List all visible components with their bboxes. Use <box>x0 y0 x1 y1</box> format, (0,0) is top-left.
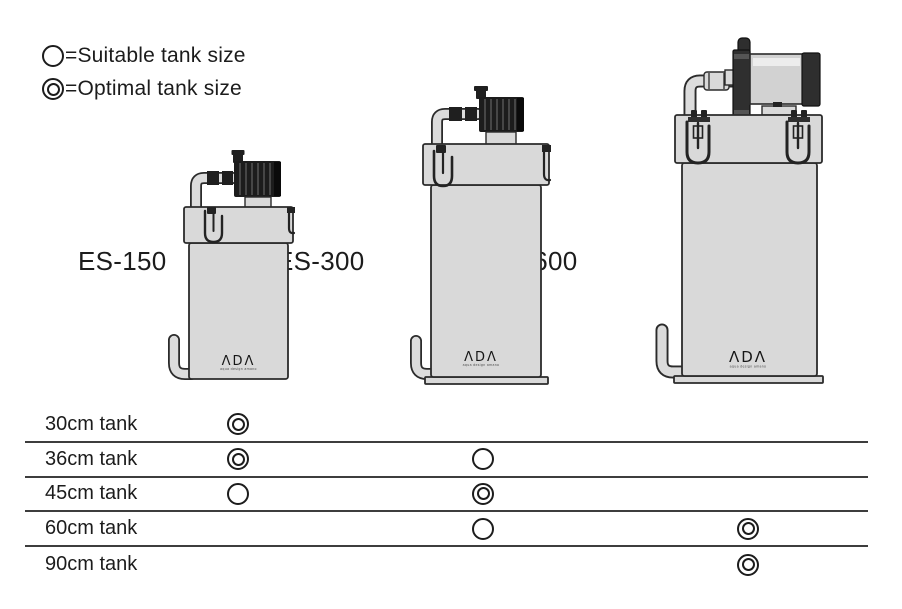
cell-es600 <box>737 413 759 435</box>
table-row-36cm: 36cm tank <box>25 443 868 478</box>
right-clamp-icon <box>287 207 296 235</box>
legend-item-suitable: =Suitable tank size <box>42 44 246 68</box>
canister-lid <box>674 114 823 164</box>
ada-logo: ΛDΛ aqua design amano <box>729 348 767 369</box>
tank-size-label: 45cm tank <box>45 482 138 505</box>
base-plate <box>424 376 549 385</box>
tank-size-label: 60cm tank <box>45 517 138 540</box>
right-clamp-icon <box>785 110 811 165</box>
legend-label: =Suitable tank size <box>65 44 246 67</box>
pump-mount <box>761 105 797 116</box>
table-row-90cm: 90cm tank <box>25 547 868 582</box>
tank-size-label: 90cm tank <box>45 553 138 576</box>
product-label-es300: ES-300 <box>276 246 365 276</box>
cell-es150 <box>227 413 249 436</box>
pump-icon <box>231 150 281 210</box>
right-clamp-icon <box>542 145 552 182</box>
svg-text:ΛDΛ: ΛDΛ <box>729 348 767 366</box>
left-clamp-icon <box>432 145 454 188</box>
es600-illustration: ΛDΛ aqua design amano <box>655 37 824 384</box>
es150-illustration: ΛDΛ aqua design amano <box>168 150 296 380</box>
cell-es300 <box>472 517 494 540</box>
cell-es300 <box>472 554 494 576</box>
svg-text:ΛDΛ: ΛDΛ <box>464 350 498 365</box>
canister-body <box>681 162 818 377</box>
product-label-es150: ES-150 <box>78 246 167 276</box>
canister-lid <box>422 143 550 186</box>
tank-size-table: 30cm tank 36cm tank 45cm tank 60cm tank … <box>25 408 868 582</box>
pump-head <box>732 49 751 121</box>
cell-es150 <box>227 448 249 471</box>
table-row-60cm: 60cm tank <box>25 512 868 548</box>
pump-icon <box>474 86 524 146</box>
cell-es150 <box>227 482 249 505</box>
svg-text:aqua design amano: aqua design amano <box>463 363 500 367</box>
cell-es600 <box>737 517 759 540</box>
base-plate <box>673 375 824 384</box>
suitable-circle-icon <box>42 45 64 67</box>
outflow-pipe <box>410 335 439 380</box>
cell-es600 <box>737 553 759 576</box>
tank-size-label: 36cm tank <box>45 447 138 470</box>
pump-icon <box>724 37 821 121</box>
es300-illustration: ΛDΛ aqua design amano <box>410 86 552 385</box>
cell-es300 <box>472 448 494 471</box>
ada-logo: ΛDΛ aqua design amano <box>220 354 257 371</box>
intake-pipe <box>431 107 484 154</box>
outflow-pipe <box>655 323 691 379</box>
svg-text:aqua design amano: aqua design amano <box>730 365 767 369</box>
svg-text:aqua design amano: aqua design amano <box>220 367 257 371</box>
tank-size-label: 30cm tank <box>45 412 138 435</box>
table-row-30cm: 30cm tank <box>25 408 868 443</box>
canister-lid <box>183 206 294 244</box>
cell-es150 <box>227 554 249 576</box>
intake-pipe <box>683 71 740 122</box>
svg-text:ΛDΛ: ΛDΛ <box>222 354 256 369</box>
cell-es300 <box>472 413 494 435</box>
left-clamp-icon <box>685 110 711 165</box>
legend-item-optimal: =Optimal tank size <box>42 77 246 101</box>
cell-es300 <box>472 482 494 505</box>
intake-pipe <box>190 171 239 218</box>
legend-label: =Optimal tank size <box>65 77 242 100</box>
pump-neck <box>485 131 517 146</box>
motor-end-cap <box>801 52 821 107</box>
optimal-bullseye-icon <box>42 78 64 100</box>
legend: =Suitable tank size =Optimal tank size <box>42 44 246 101</box>
cell-es150 <box>227 518 249 540</box>
ada-logo: ΛDΛ aqua design amano <box>463 350 500 367</box>
table-row-45cm: 45cm tank <box>25 478 868 513</box>
outflow-pipe <box>168 334 197 380</box>
cell-es600 <box>737 483 759 505</box>
left-clamp-icon <box>203 207 224 244</box>
cell-es600 <box>737 448 759 470</box>
canister-body <box>430 184 542 378</box>
